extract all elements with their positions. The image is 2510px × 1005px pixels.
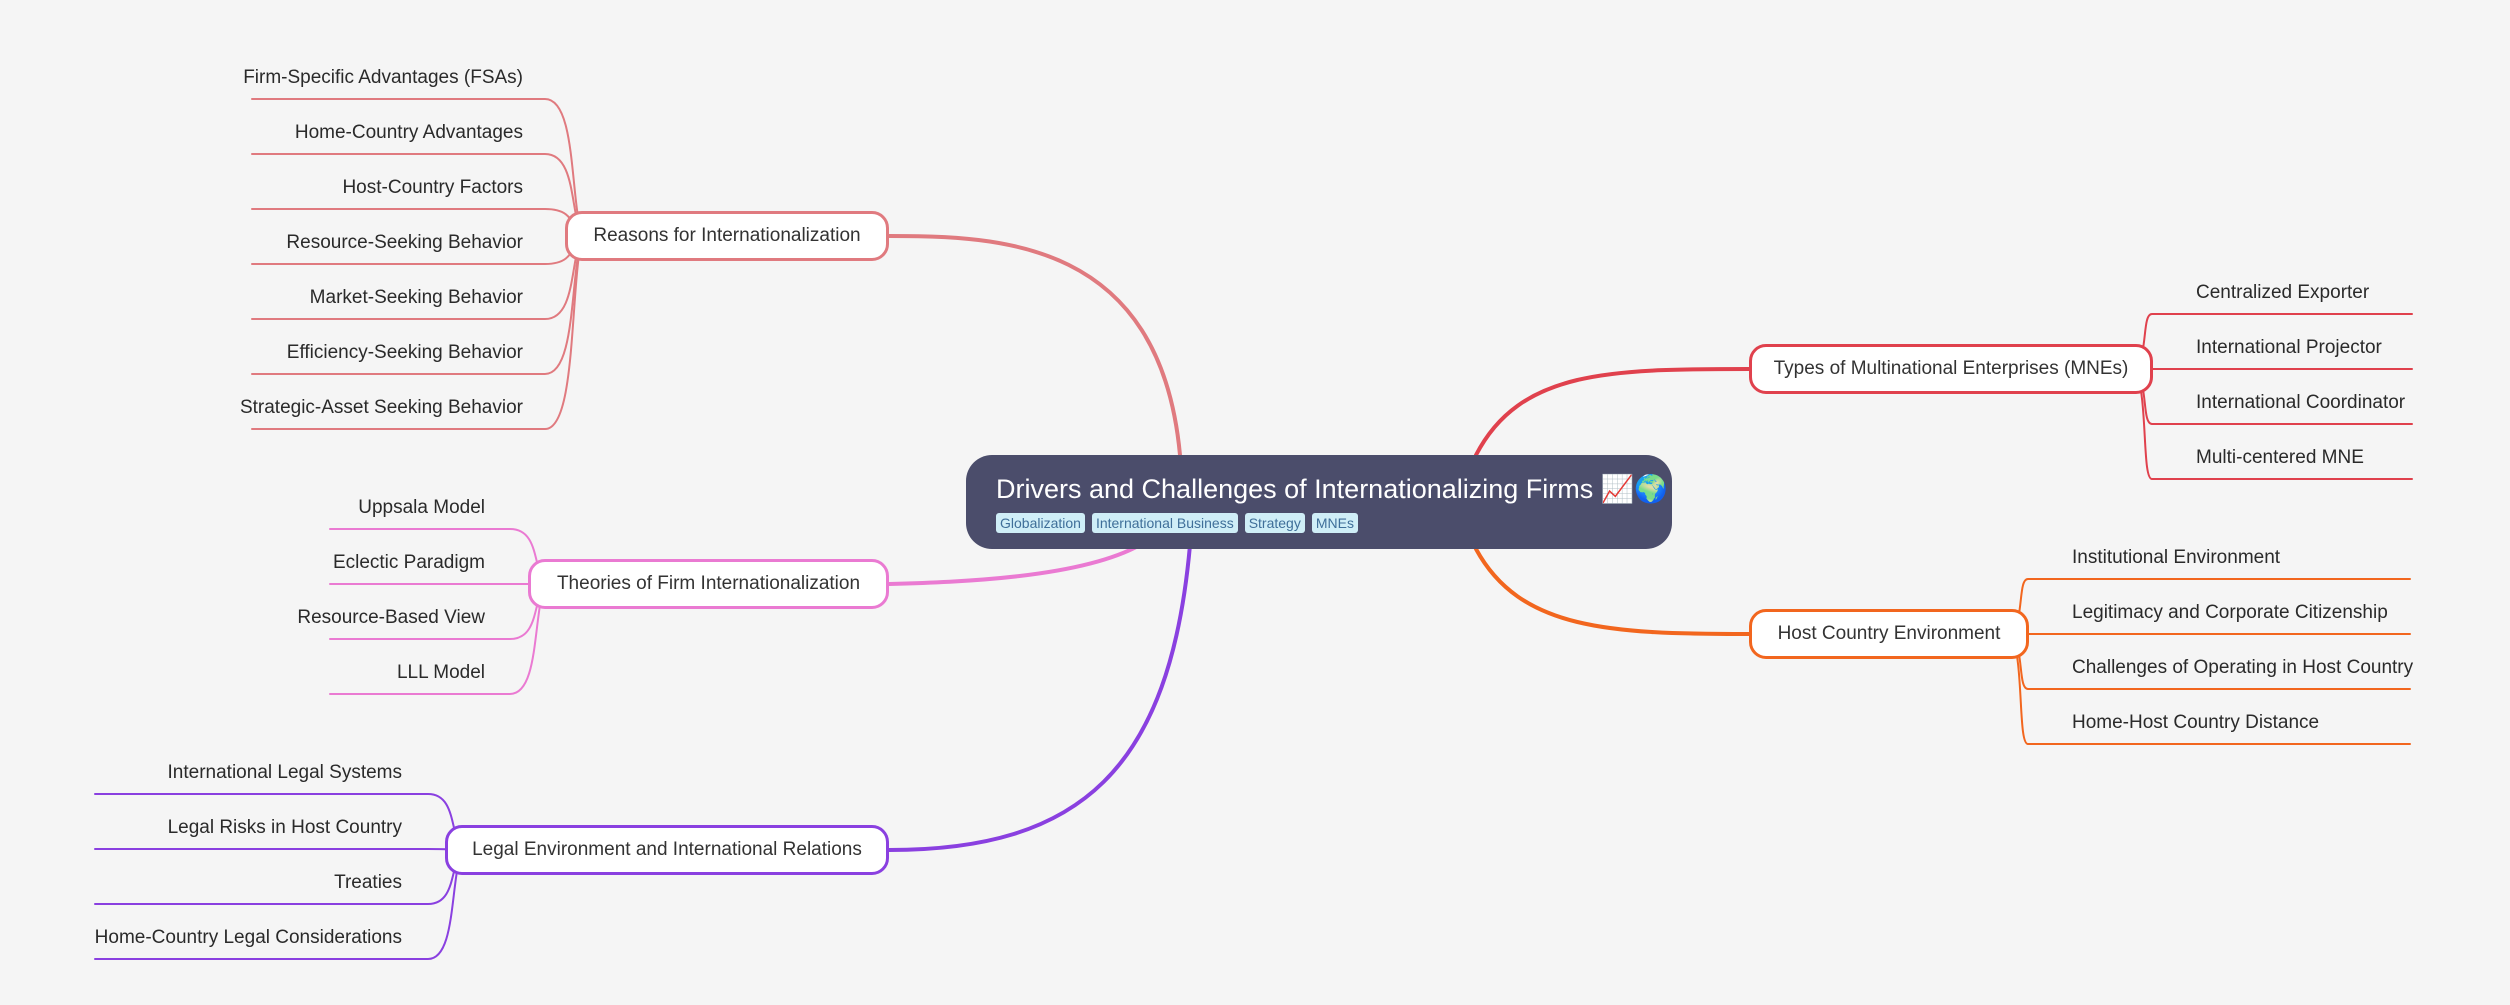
tag[interactable]: Globalization [996,513,1085,533]
branch-theories-of-firm-internationalization[interactable]: Theories of Firm Internationalization [528,559,889,609]
leaf-centralized-exporter[interactable]: Centralized Exporter [2196,282,2370,303]
root-title: Drivers and Challenges of Internationali… [996,474,1669,504]
leaf-efficiency-seeking-behavior[interactable]: Efficiency-Seeking Behavior [286,342,523,363]
branch-connector [887,543,1142,586]
leaf-uppsala-model[interactable]: Uppsala Model [358,497,485,518]
leaf-connector [94,849,463,905]
leaf-strategic-asset-seeking-behavior[interactable]: Strategic-Asset Seeking Behavior [239,397,523,418]
leaf-resource-seeking-behavior[interactable]: Resource-Seeking Behavior [286,232,523,253]
root-tags: Globalization International Business Str… [996,513,1642,533]
branch-label: Reasons for Internationalization [593,225,861,246]
tag[interactable]: Strategy [1244,513,1305,533]
branch-connector [887,234,1182,457]
branch-types-of-mnes[interactable]: Types of Multinational Enterprises (MNEs… [1749,344,2153,394]
leaf-resource-based-view[interactable]: Resource-Based View [297,607,485,628]
leaf-legitimacy-and-corporate-citizenship[interactable]: Legitimacy and Corporate Citizenship [2072,602,2388,623]
leaf-market-seeking-behavior[interactable]: Market-Seeking Behavior [309,287,523,308]
leaf-international-coordinator[interactable]: International Coordinator [2196,392,2406,413]
branch-connector [1474,367,1751,457]
leaf-connector [94,848,463,851]
leaf-home-country-legal-considerations[interactable]: Home-Country Legal Considerations [94,927,402,948]
leaf-legal-risks-in-host-country[interactable]: Legal Risks in Host Country [167,817,402,838]
branch-host-country-environment[interactable]: Host Country Environment [1749,609,2029,659]
leaf-home-country-advantages[interactable]: Home-Country Advantages [294,122,523,143]
leaf-eclectic-paradigm[interactable]: Eclectic Paradigm [332,552,485,573]
branch-legal-environment[interactable]: Legal Environment and International Rela… [445,825,889,875]
branch-connector [1474,547,1751,636]
leaf-international-projector[interactable]: International Projector [2196,337,2382,358]
root-topic[interactable]: Drivers and Challenges of Internationali… [966,455,1672,549]
leaf-connector [251,235,583,430]
branch-connector [887,543,1192,852]
leaf-firm-specific-advantages[interactable]: Firm-Specific Advantages (FSAs) [243,67,523,88]
tag[interactable]: MNEs [1311,513,1358,533]
branch-reasons-for-internationalization[interactable]: Reasons for Internationalization [565,211,889,261]
branch-label: Host Country Environment [1777,623,2001,644]
branch-label: Types of Multinational Enterprises (MNEs… [1773,358,2129,379]
leaf-host-country-factors[interactable]: Host-Country Factors [342,177,523,198]
leaf-challenges-of-operating-in-host-country[interactable]: Challenges of Operating in Host Country [2072,657,2414,678]
branch-label: Legal Environment and International Rela… [472,839,862,860]
leaf-home-host-country-distance[interactable]: Home-Host Country Distance [2072,712,2320,733]
leaf-treaties[interactable]: Treaties [334,872,402,893]
leaf-multi-centered-mne[interactable]: Multi-centered MNE [2196,447,2364,468]
tag[interactable]: International Business [1091,513,1238,533]
branch-label: Theories of Firm Internationalization [556,573,861,594]
leaf-institutional-environment[interactable]: Institutional Environment [2072,547,2281,568]
leaf-lll-model[interactable]: LLL Model [396,662,485,683]
leaf-international-legal-systems[interactable]: International Legal Systems [167,762,402,783]
leaf-connector [251,98,583,237]
